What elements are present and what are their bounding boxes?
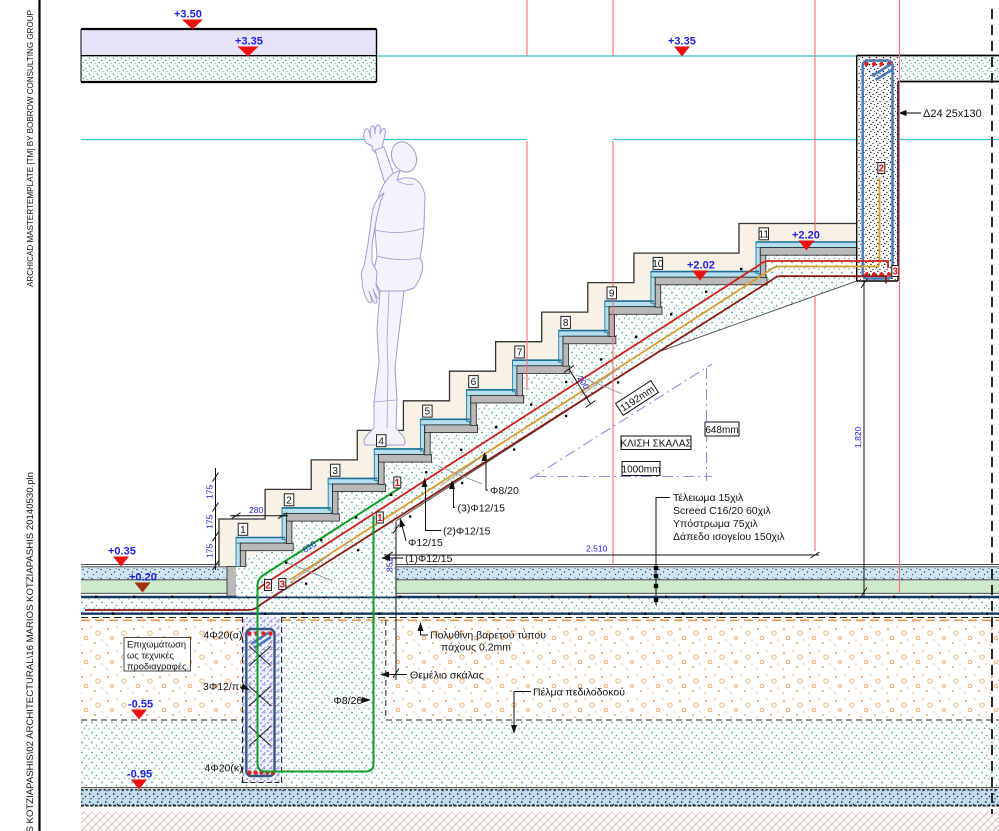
svg-text:7: 7 — [517, 348, 523, 359]
svg-text:4Φ20(κ): 4Φ20(κ) — [205, 763, 243, 775]
svg-text:2: 2 — [286, 495, 292, 506]
svg-text:1: 1 — [240, 525, 246, 536]
svg-text:+2.20: +2.20 — [792, 230, 820, 242]
svg-text:3: 3 — [332, 466, 338, 477]
svg-text:ΚΛΙΣΗ ΣΚΑΛΑΣ: ΚΛΙΣΗ ΣΚΑΛΑΣ — [620, 439, 691, 450]
svg-text:175: 175 — [205, 544, 215, 558]
svg-text:Δ24 25x130: Δ24 25x130 — [923, 108, 982, 120]
svg-text:+0.20: +0.20 — [129, 572, 157, 584]
svg-text:280: 280 — [249, 505, 263, 515]
svg-text:Δάπεδο ισογείου 150χιλ: Δάπεδο ισογείου 150χιλ — [673, 531, 785, 543]
svg-text:+0.35: +0.35 — [108, 546, 136, 558]
svg-text:(3)Φ12/15: (3)Φ12/15 — [458, 503, 506, 515]
svg-text:+3.50: +3.50 — [174, 9, 202, 21]
svg-text:πάχους 0,2mm: πάχους 0,2mm — [441, 642, 511, 654]
svg-text:(2)Φ12/15: (2)Φ12/15 — [443, 526, 491, 538]
svg-text:Πολυθίνη βαρετού τύπου: Πολυθίνη βαρετού τύπου — [430, 630, 546, 642]
svg-text:1,820: 1,820 — [853, 426, 863, 448]
svg-text:-0.55: -0.55 — [128, 699, 153, 711]
svg-text:Επιχωμάτωση: Επιχωμάτωση — [127, 640, 186, 650]
svg-text:ARCHICAD MASTERTEMPLATE [TM] B: ARCHICAD MASTERTEMPLATE [TM] BY BOBROW C… — [25, 10, 35, 287]
svg-text:2,510: 2,510 — [586, 544, 608, 554]
svg-text:851: 851 — [385, 558, 395, 572]
svg-text:4Φ20(α): 4Φ20(α) — [204, 630, 243, 642]
svg-text:(1)Φ12/15: (1)Φ12/15 — [405, 553, 453, 565]
svg-text:προδιαγραφές.: προδιαγραφές. — [127, 662, 189, 672]
svg-text:Υπόστρωμα 75χιλ: Υπόστρωμα 75χιλ — [673, 518, 758, 530]
svg-text:1: 1 — [395, 478, 401, 489]
svg-text:5: 5 — [425, 407, 431, 418]
svg-text:1: 1 — [377, 513, 383, 524]
svg-text:Πέλμα πεδιλοδοκού: Πέλμα πεδιλοδοκού — [533, 687, 625, 699]
svg-text:Φ8/20: Φ8/20 — [334, 695, 363, 707]
svg-text:+3.35: +3.35 — [235, 36, 263, 48]
svg-text:+3.35: +3.35 — [668, 36, 696, 48]
svg-text:6: 6 — [471, 377, 477, 388]
svg-text:-0.95: -0.95 — [127, 769, 152, 781]
svg-text:Φ8/20: Φ8/20 — [490, 485, 519, 497]
svg-text:1000mm: 1000mm — [622, 465, 661, 476]
svg-text:OS KOTZIAPASHIS\02 ARCHITECTUR: OS KOTZIAPASHIS\02 ARCHITECTURAL\16 MARI… — [25, 472, 35, 831]
svg-text:ως τεχνικές: ως τεχνικές — [127, 651, 175, 661]
svg-text:Τέλειωμα 15χιλ: Τέλειωμα 15χιλ — [673, 492, 744, 504]
svg-text:9: 9 — [609, 289, 615, 300]
svg-text:+2.02: +2.02 — [687, 260, 715, 272]
svg-text:Θεμέλιο σκάλας: Θεμέλιο σκάλας — [410, 670, 484, 682]
svg-text:3Φ12/π: 3Φ12/π — [203, 681, 239, 693]
svg-text:4: 4 — [378, 436, 384, 447]
svg-text:3: 3 — [280, 580, 286, 591]
svg-text:2: 2 — [879, 164, 885, 175]
svg-text:10: 10 — [652, 259, 664, 270]
svg-text:11: 11 — [759, 229, 770, 240]
svg-text:175: 175 — [205, 485, 215, 499]
svg-text:Φ12/15: Φ12/15 — [408, 537, 443, 549]
svg-text:3: 3 — [893, 267, 899, 278]
svg-text:175: 175 — [205, 515, 215, 529]
svg-text:648mm: 648mm — [705, 425, 738, 436]
svg-text:8: 8 — [563, 318, 569, 329]
svg-text:2: 2 — [265, 581, 271, 592]
svg-text:Screed C16/20 60χιλ: Screed C16/20 60χιλ — [673, 505, 771, 517]
